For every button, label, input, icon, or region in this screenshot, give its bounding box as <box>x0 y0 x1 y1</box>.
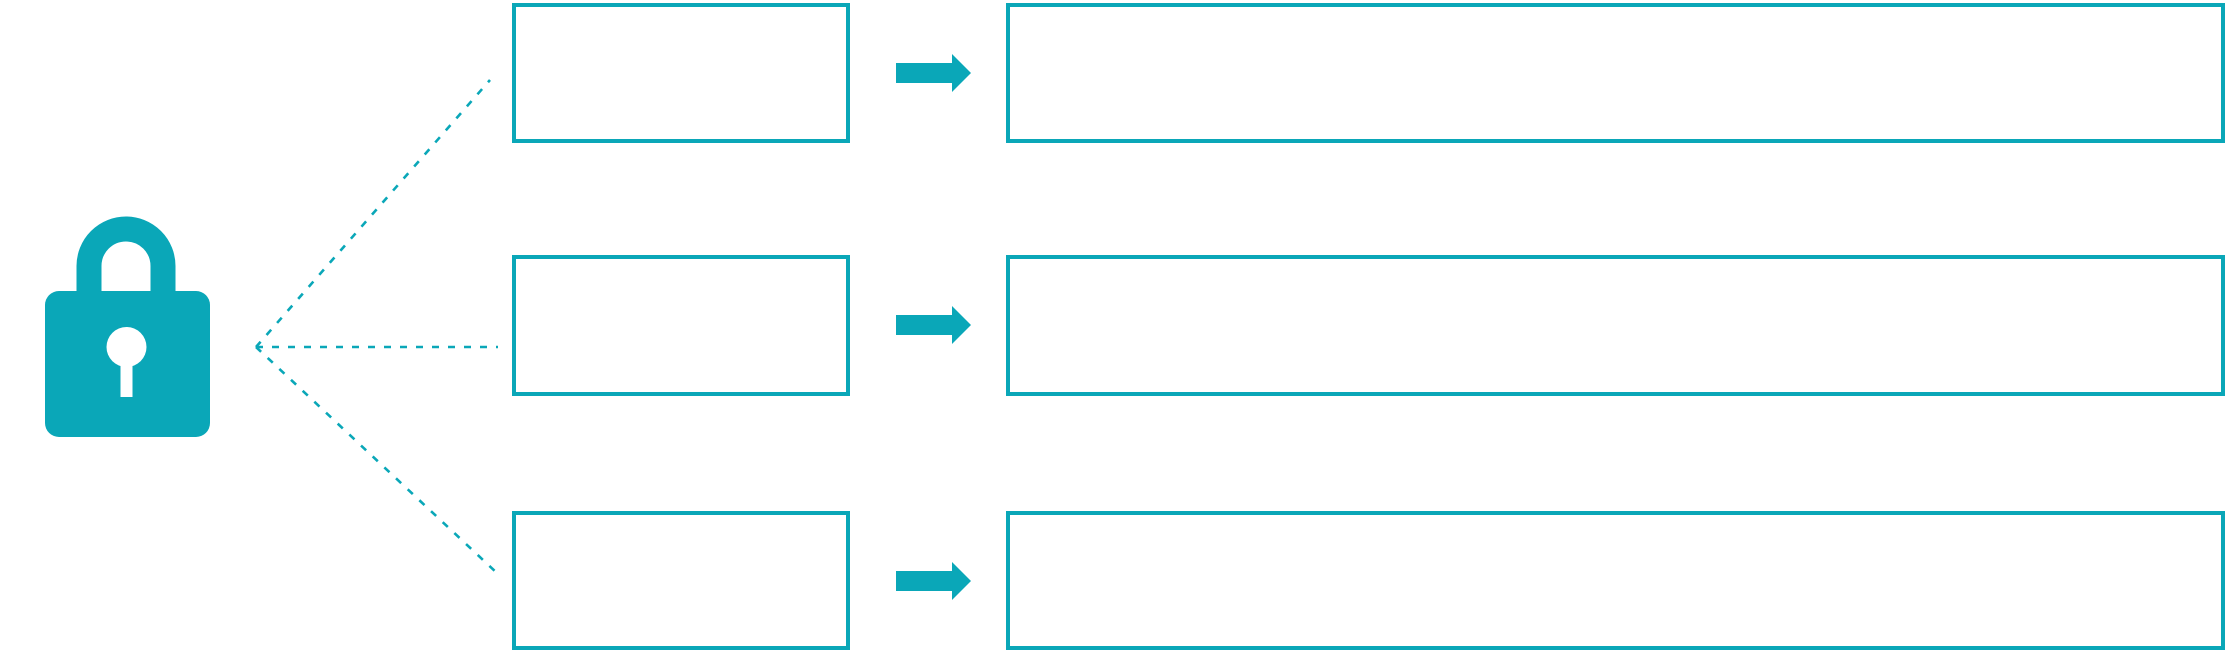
lock-body <box>45 291 210 437</box>
term-box-1 <box>512 3 850 143</box>
lock-icon <box>45 216 210 437</box>
description-box-3 <box>1006 511 2225 650</box>
lock-keyhole <box>106 327 147 367</box>
description-box-1 <box>1006 3 2225 143</box>
dotted-connector-bottom <box>255 346 499 575</box>
dotted-connector-top <box>255 79 491 348</box>
right-arrow-icon <box>896 562 971 600</box>
term-box-3 <box>512 511 850 650</box>
right-arrow-icon <box>896 306 971 344</box>
lock-shackle <box>76 216 176 297</box>
right-arrow-icon <box>896 54 971 92</box>
lock-keyhole-stem <box>120 347 133 397</box>
term-box-2 <box>512 255 850 396</box>
description-box-2 <box>1006 255 2225 396</box>
